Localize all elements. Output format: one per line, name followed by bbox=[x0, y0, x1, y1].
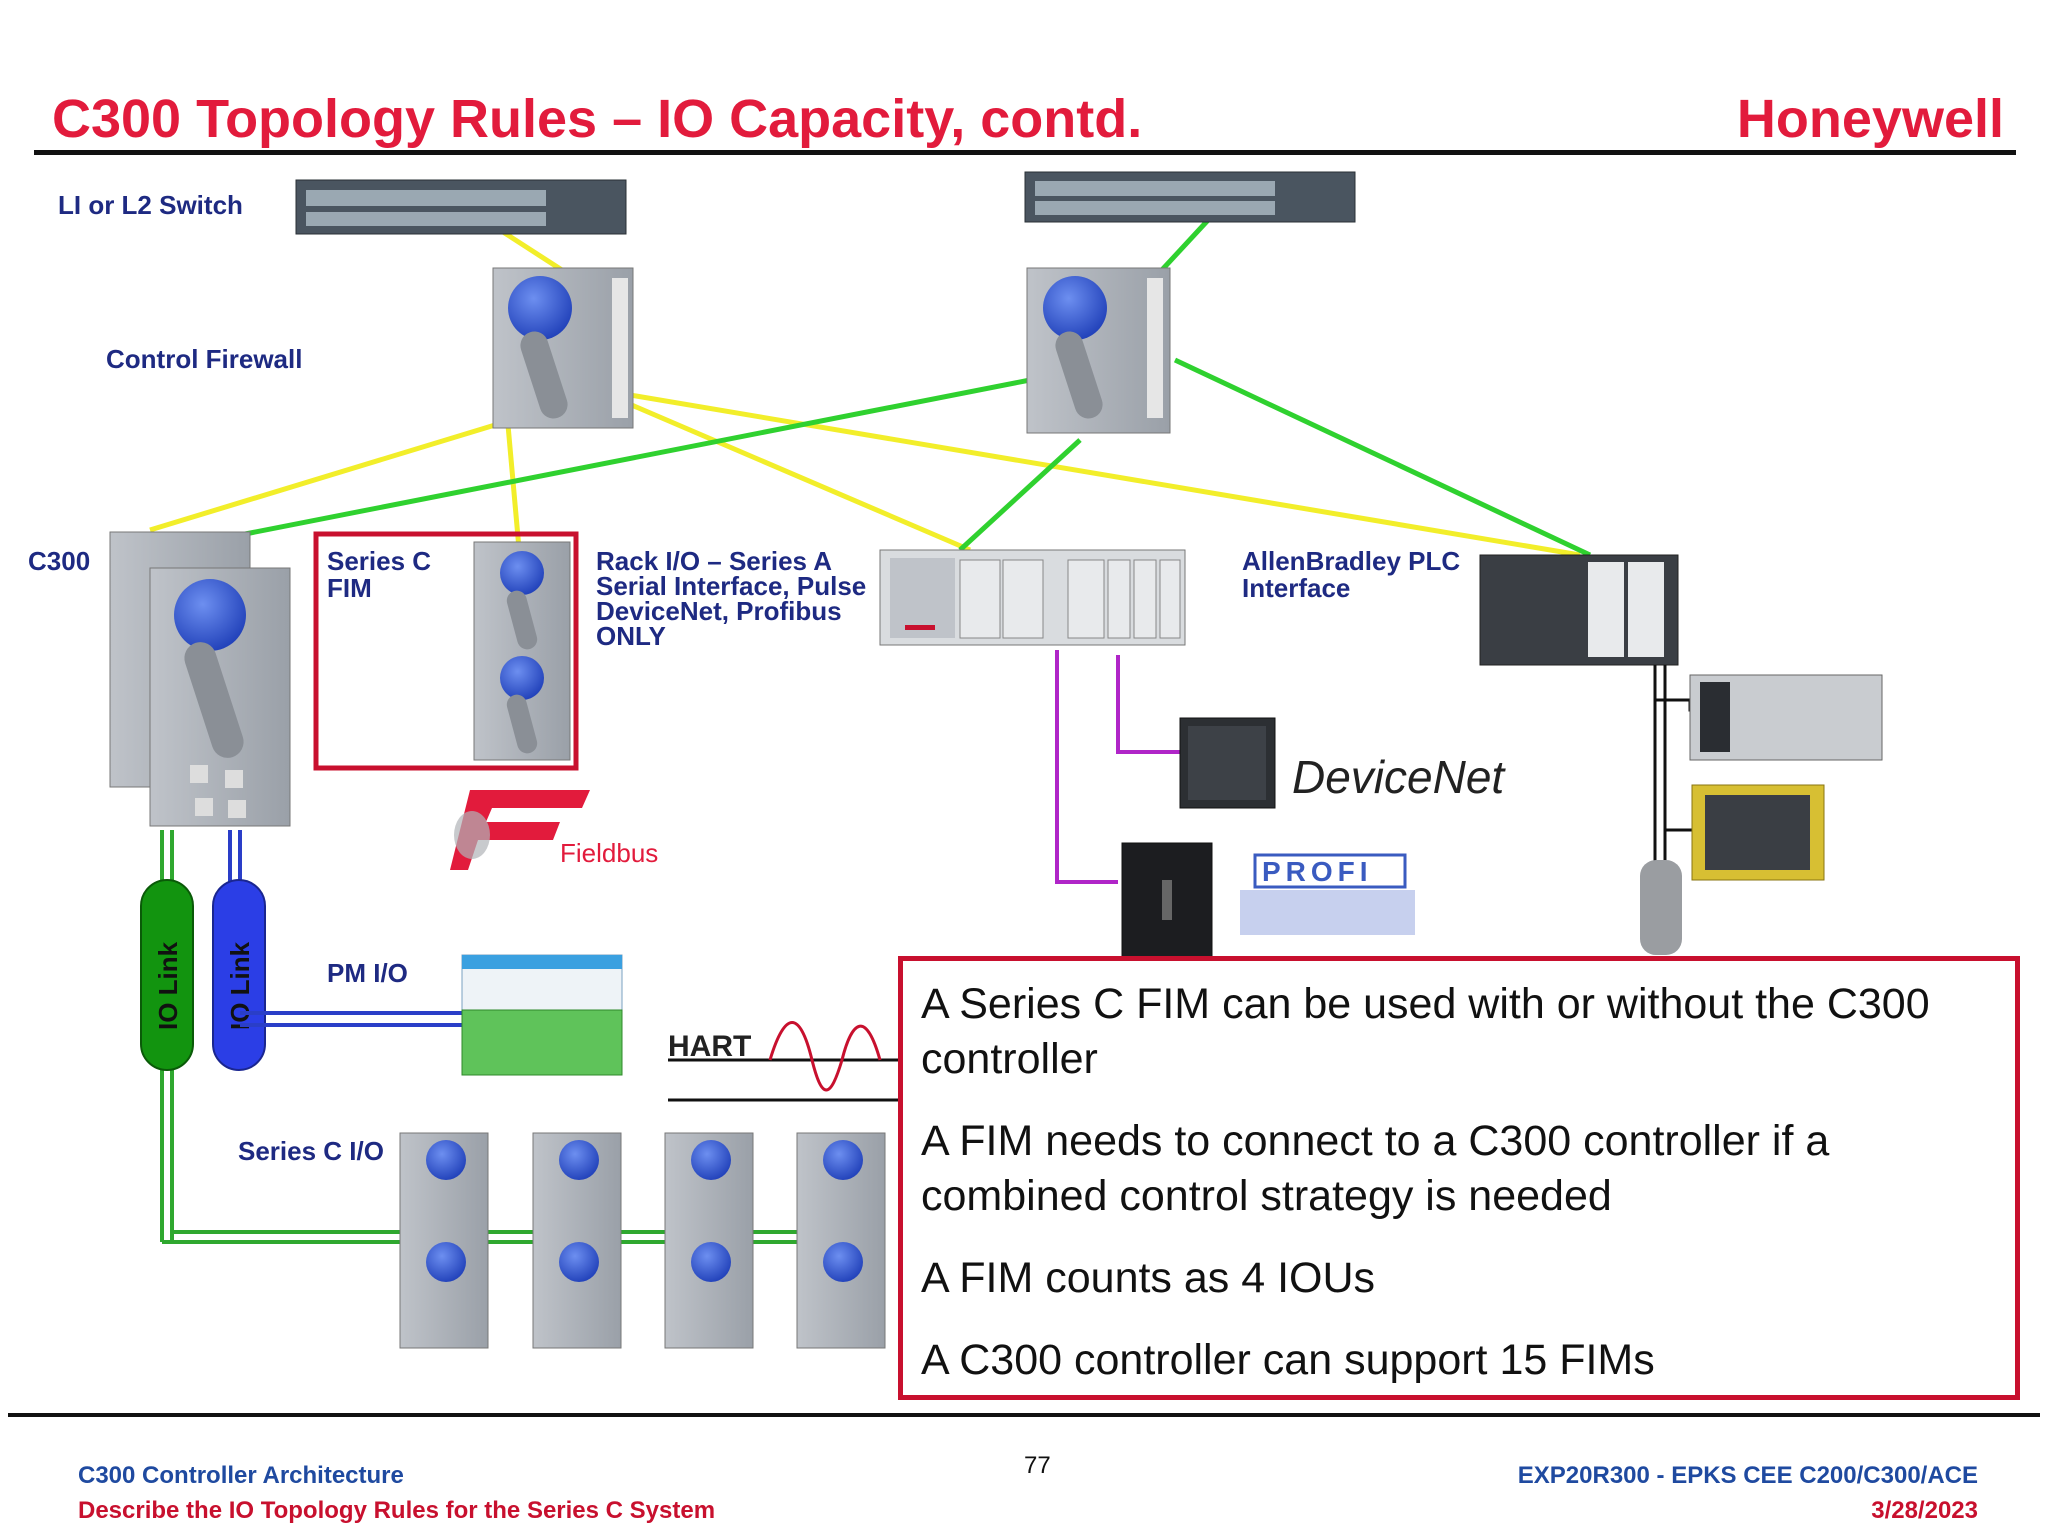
callout-box: A Series C FIM can be used with or witho… bbox=[898, 956, 2020, 1400]
devicenet-logo-text: DeviceNet bbox=[1292, 751, 1506, 803]
fim-label-line2: FIM bbox=[327, 573, 372, 603]
green-links bbox=[239, 216, 1592, 558]
ab-cable-connector bbox=[1640, 860, 1682, 955]
fim-label-line1: Series C bbox=[327, 546, 431, 576]
switch-right bbox=[1024, 171, 1356, 223]
callout-bullet: A Series C FIM can be used with or witho… bbox=[921, 980, 1930, 1083]
series-c-io-modules bbox=[399, 1132, 886, 1349]
callout-bullet: A FIM counts as 4 IOUs bbox=[921, 1254, 1376, 1302]
profibus-logo-text: PROFI bbox=[1262, 856, 1373, 887]
footer-lesson-title: Describe the IO Topology Rules for the S… bbox=[78, 1497, 716, 1524]
rack-io-chassis bbox=[879, 549, 1186, 646]
rack-io-label-line1: Rack I/O – Series A bbox=[596, 546, 832, 576]
profibus-logo bbox=[1240, 853, 1415, 935]
io-link-label-green: IO Link bbox=[153, 941, 183, 1030]
pm-io-label: PM I/O bbox=[327, 958, 408, 988]
io-link-capsule-blue bbox=[212, 830, 266, 1071]
rack-io-label-line3: DeviceNet, Profibus bbox=[596, 596, 842, 626]
pm-io-links bbox=[240, 1011, 462, 1027]
callout-bullet: A C300 controller can support 15 FIMs bbox=[921, 1336, 1655, 1384]
hart-label: HART bbox=[668, 1030, 751, 1063]
hart-signal-wave bbox=[768, 1021, 882, 1092]
allen-bradley-label-line1: AllenBradley PLC bbox=[1242, 546, 1460, 576]
footer-course-title: C300 Controller Architecture bbox=[78, 1462, 404, 1489]
series-c-io-links bbox=[162, 1230, 880, 1244]
ab-io-rack-yellow bbox=[1691, 784, 1825, 881]
page-number: 77 bbox=[1024, 1452, 1051, 1479]
io-link-capsule-green bbox=[140, 830, 194, 1242]
io-link-label-blue: IO Link bbox=[225, 941, 255, 1030]
switch-label: LI or L2 Switch bbox=[58, 190, 243, 220]
c300-controller-pair bbox=[109, 531, 291, 827]
allen-bradley-chassis bbox=[1479, 554, 1679, 666]
allen-bradley-label-line2: Interface bbox=[1242, 573, 1350, 603]
callout-bullet: A FIM needs to connect to a C300 control… bbox=[921, 1117, 1830, 1220]
footer-divider bbox=[8, 1413, 2040, 1417]
firewall-label: Control Firewall bbox=[106, 344, 302, 374]
title-divider bbox=[34, 150, 2016, 155]
fim-highlight-box bbox=[313, 531, 579, 771]
firewall-right bbox=[1026, 267, 1171, 434]
series-c-io-label: Series C I/O bbox=[238, 1136, 384, 1166]
rack-io-label-line2: Serial Interface, Pulse bbox=[596, 571, 866, 601]
rack-io-label-line4: ONLY bbox=[596, 621, 666, 651]
profibus-module bbox=[1121, 842, 1213, 959]
fieldbus-logo bbox=[450, 790, 590, 870]
firewall-left bbox=[492, 267, 634, 429]
footer-course-code: EXP20R300 - EPKS CEE C200/C300/ACE bbox=[1517, 1462, 1978, 1489]
yellow-links bbox=[149, 227, 1581, 561]
switch-left bbox=[295, 179, 627, 235]
topology-diagram: DeviceNet PROFI Fieldbus bbox=[28, 171, 1883, 1349]
devicenet-module bbox=[1179, 717, 1276, 809]
hart-lines bbox=[668, 1058, 898, 1102]
slide-title: C300 Topology Rules – IO Capacity, contd… bbox=[52, 89, 1143, 149]
rack-purple-links bbox=[1055, 650, 1180, 884]
ab-io-rack bbox=[1689, 674, 1883, 761]
fieldbus-logo-text: Fieldbus bbox=[560, 838, 658, 868]
series-c-fim-module bbox=[473, 541, 571, 761]
brand-logo-text: Honeywell bbox=[1736, 89, 2004, 149]
pm-io-module bbox=[461, 954, 623, 1076]
footer-date: 3/28/2023 bbox=[1871, 1497, 1978, 1524]
c300-label: C300 bbox=[28, 546, 90, 576]
